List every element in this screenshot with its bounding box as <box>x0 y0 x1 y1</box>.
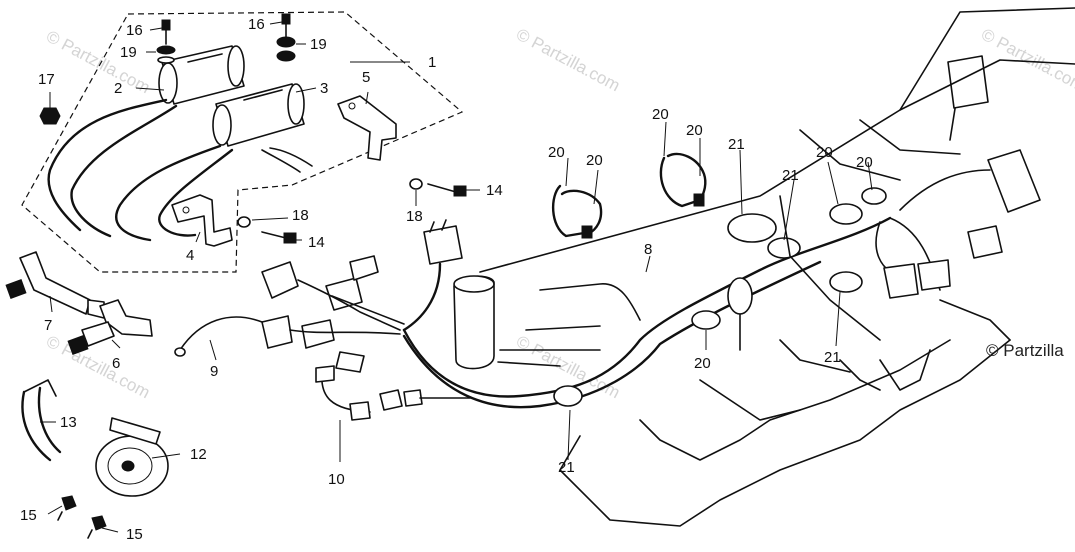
callout-16a: 16 <box>126 22 143 39</box>
callout-20e: 20 <box>694 355 711 372</box>
callout-21b: 21 <box>782 167 799 184</box>
callout-3: 3 <box>320 80 328 97</box>
callout-20g: 20 <box>856 154 873 171</box>
bracket-5 <box>337 95 397 161</box>
callout-14b: 14 <box>308 234 325 251</box>
callout-4: 4 <box>186 247 194 264</box>
watermark-2: © Partzilla.com <box>513 25 623 96</box>
callout-8: 8 <box>644 241 652 258</box>
callout-18a: 18 <box>292 207 309 224</box>
callout-18b: 18 <box>406 208 423 225</box>
callout-20d: 20 <box>686 122 703 139</box>
callout-10: 10 <box>328 471 345 488</box>
copyright-label: © Partzilla <box>986 341 1064 360</box>
part-13 <box>21 379 62 462</box>
callout-21c: 21 <box>824 349 841 366</box>
main-wire-harness-8 <box>379 55 1041 411</box>
callout-12: 12 <box>190 446 207 463</box>
bracket-4 <box>171 194 233 247</box>
leader-lines <box>40 21 873 533</box>
spark-plug-caps <box>5 251 153 355</box>
sub-harness-9 <box>174 255 405 373</box>
horn-12 <box>95 417 169 497</box>
callout-5: 5 <box>362 69 370 86</box>
callout-20b: 20 <box>586 152 603 169</box>
callout-7: 7 <box>44 317 52 334</box>
callout-9: 9 <box>210 363 218 380</box>
callout-15a: 15 <box>20 507 37 524</box>
clamps-20 <box>552 152 707 239</box>
callout-21a: 21 <box>728 136 745 153</box>
frame-outline <box>479 7 1075 527</box>
callout-1: 1 <box>428 54 436 71</box>
callout-13: 13 <box>60 414 77 431</box>
screws-15 <box>57 495 107 539</box>
hardware-bolts-washers <box>39 13 467 244</box>
ignition-coil-3 <box>115 83 313 242</box>
callout-20f: 20 <box>816 144 833 161</box>
callout-20c: 20 <box>652 106 669 123</box>
callout-17: 17 <box>38 71 55 88</box>
callout-21d: 21 <box>558 459 575 476</box>
ignition-coil-2 <box>47 45 245 238</box>
callouts: 1 2 3 4 5 6 7 8 9 10 12 13 14 14 15 15 1… <box>20 16 873 543</box>
callout-6: 6 <box>112 355 120 372</box>
callout-2: 2 <box>114 80 122 97</box>
callout-16b: 16 <box>248 16 265 33</box>
callout-14a: 14 <box>486 182 503 199</box>
watermark-3: © Partzilla.com <box>978 25 1075 96</box>
callout-19b: 19 <box>310 36 327 53</box>
coil-group-outline <box>21 11 464 273</box>
callout-15b: 15 <box>126 526 143 543</box>
wire-10 <box>315 365 371 421</box>
callout-19a: 19 <box>120 44 137 61</box>
callout-20a: 20 <box>548 144 565 161</box>
